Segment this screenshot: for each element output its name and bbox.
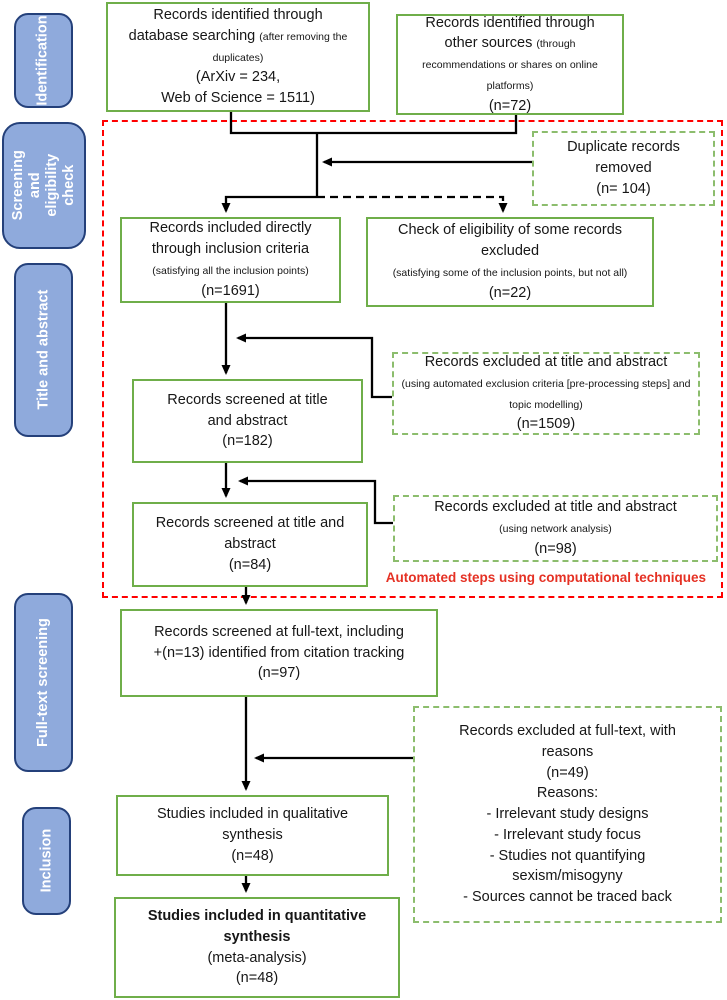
stage-label: Inclusion [37, 829, 54, 893]
box-screened-full-text: Records screened at full-text, including… [120, 609, 438, 697]
stage-label: Title and abstract [34, 290, 51, 410]
stage-label: Screening and eligibility check [9, 150, 78, 221]
stage-full-text-screening: Full-text screening [14, 593, 73, 772]
stage-title-abstract: Title and abstract [14, 263, 73, 437]
automated-steps-label: Automated steps using computational tech… [385, 570, 706, 585]
box-excluded-title-abstract-automated: Records excluded at title and abstract(u… [392, 352, 700, 435]
box-excluded-title-abstract-network: Records excluded at title and abstract(u… [393, 495, 718, 562]
stage-label: Identification [34, 15, 51, 106]
stage-inclusion: Inclusion [22, 807, 71, 915]
stage-identification: Identification [14, 13, 73, 108]
stage-label: Full-text screening [34, 618, 51, 747]
stage-screening-eligibility: Screening and eligibility check [2, 122, 86, 249]
